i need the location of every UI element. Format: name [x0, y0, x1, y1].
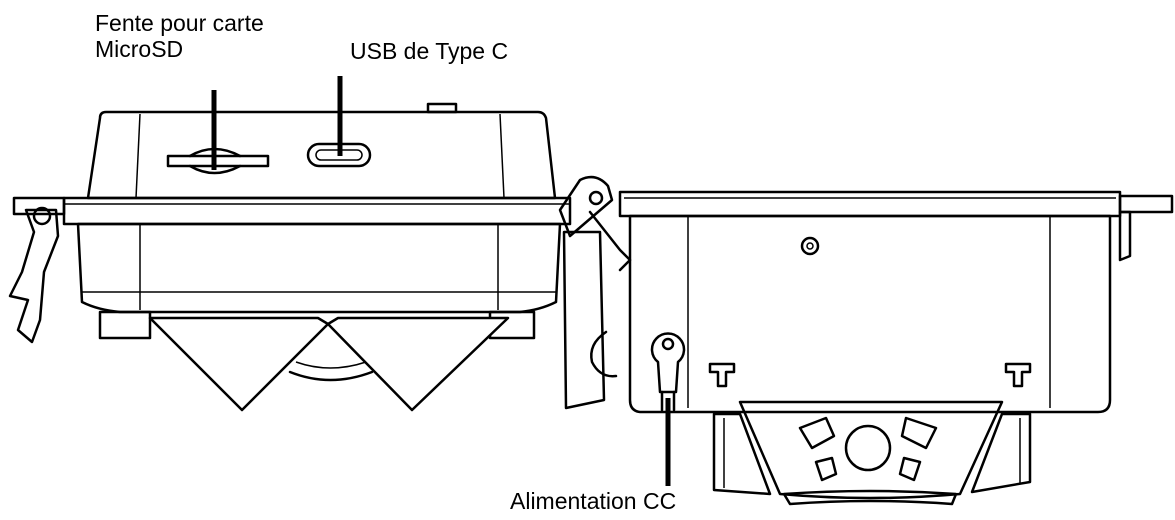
- microsd-slot-label-line1: Fente pour carte: [95, 10, 264, 36]
- usb-type-c-label: USB de Type C: [350, 38, 509, 64]
- rear-housing-unit: [562, 190, 1174, 506]
- microsd-slot-label-line2: MicroSD: [95, 36, 184, 62]
- microsd-slot-label: Fente pour carte MicroSD: [95, 10, 264, 62]
- dc-power-label: Alimentation CC: [510, 488, 677, 514]
- front-cover-unit: [8, 102, 632, 412]
